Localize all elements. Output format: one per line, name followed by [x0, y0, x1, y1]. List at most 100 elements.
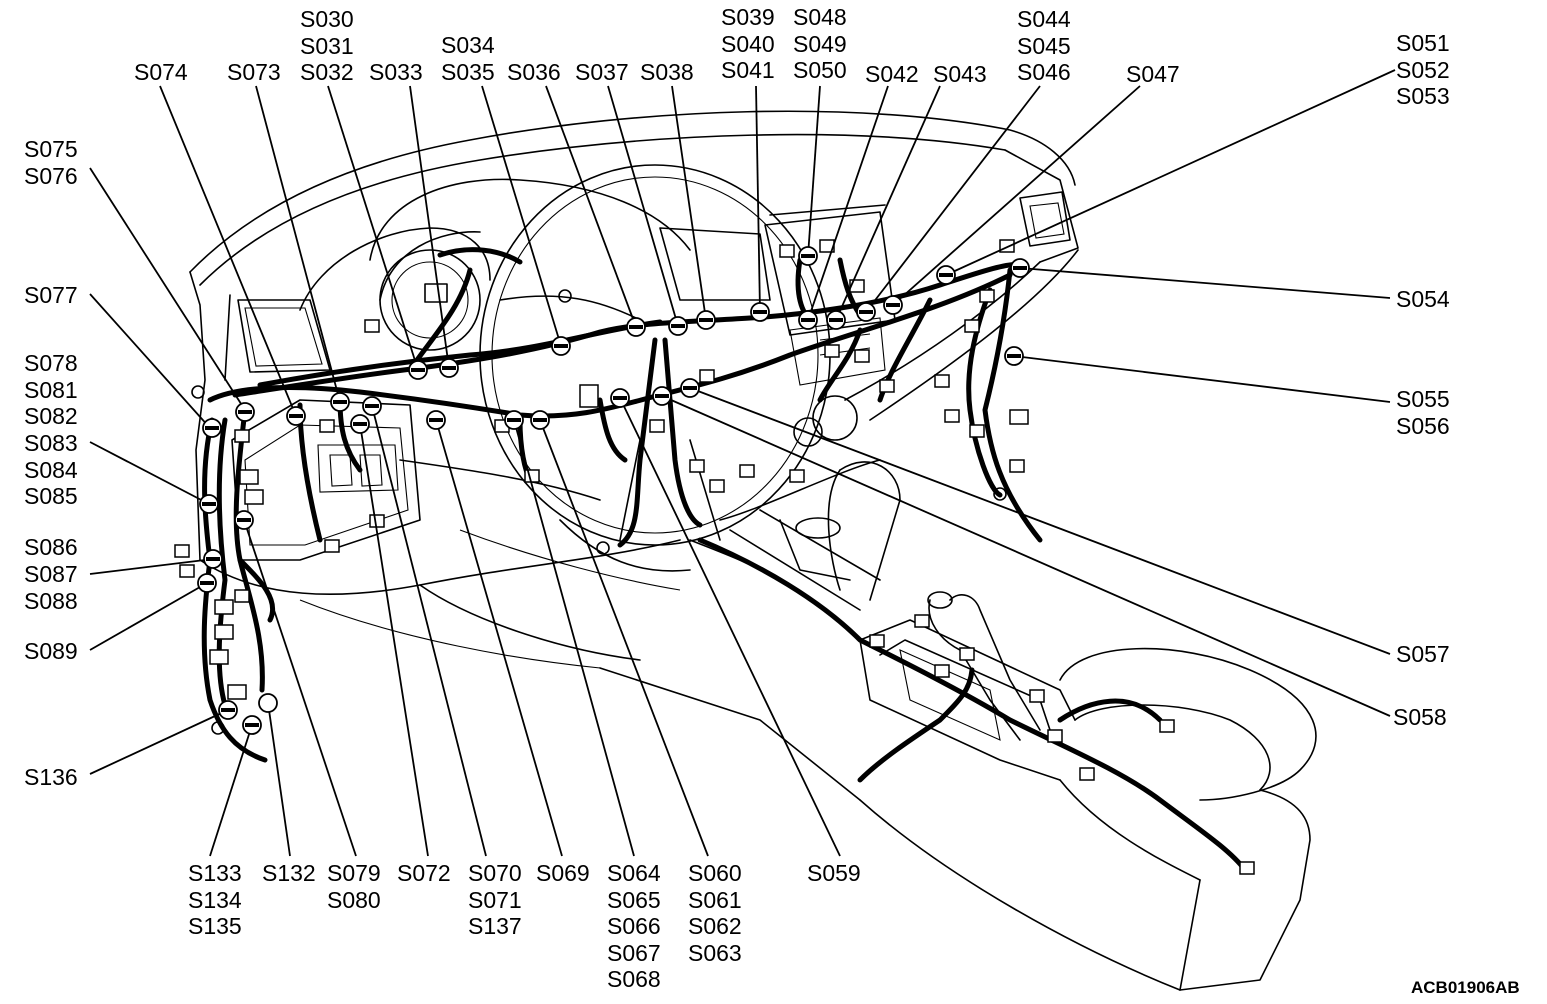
- label-s059: S059: [807, 860, 861, 887]
- splice-marker-s069: [426, 410, 446, 430]
- splice-code: S035: [441, 58, 495, 85]
- splice-marker-s073: [330, 392, 350, 412]
- splice-code: S132: [262, 860, 316, 886]
- leader-lines: [89, 69, 1396, 857]
- label-s038: S038: [640, 59, 694, 86]
- splice-code: S073: [227, 59, 281, 85]
- splice-marker-s133: [242, 715, 262, 735]
- splice-code: S052: [1396, 56, 1450, 83]
- splice-code: S043: [933, 61, 987, 87]
- splice-code: S054: [1396, 286, 1450, 312]
- splice-code: S032: [300, 59, 354, 85]
- splice-marker-s132: [258, 693, 278, 713]
- label-s077: S077: [24, 282, 78, 309]
- splice-marker-s044: [856, 302, 876, 322]
- splice-code: S076: [24, 162, 78, 189]
- splice-code: S067: [607, 939, 661, 966]
- splice-code: S037: [575, 59, 629, 85]
- splice-code: S137: [468, 913, 522, 939]
- label-s132: S132: [262, 860, 316, 887]
- splice-code: S135: [188, 913, 242, 939]
- splice-code: S083: [24, 430, 78, 456]
- splice-code: S051: [1396, 30, 1450, 56]
- splice-marker-s034: [551, 336, 571, 356]
- splice-marker-s075: [235, 402, 255, 422]
- splice-code: S050: [793, 57, 847, 83]
- dashboard-outline: [189, 110, 1317, 991]
- connectors: [174, 239, 1255, 875]
- splice-code: S064: [607, 860, 661, 886]
- splice-code: S048: [793, 4, 847, 30]
- splice-code: S034: [441, 32, 495, 58]
- splice-marker-s070: [362, 396, 382, 416]
- label-s047: S047: [1126, 61, 1180, 88]
- splice-code: S079: [327, 860, 381, 886]
- label-s073: S073: [227, 59, 281, 86]
- label-s057: S057: [1396, 641, 1450, 668]
- label-s042: S042: [865, 61, 919, 88]
- splice-code: S077: [24, 282, 78, 308]
- splice-code: S087: [24, 561, 78, 587]
- splice-code: S047: [1126, 61, 1180, 87]
- splice-marker-s079: [234, 510, 254, 530]
- splice-code: S078: [24, 350, 78, 376]
- splice-code: S082: [24, 403, 78, 429]
- splice-marker-s033: [439, 358, 459, 378]
- splice-marker-s051: [936, 265, 956, 285]
- label-s089: S089: [24, 638, 78, 665]
- figure-code: ACB01906AB: [1411, 978, 1520, 997]
- splice-code: S061: [688, 886, 742, 913]
- splice-code: S031: [300, 32, 354, 59]
- splice-code: S057: [1396, 641, 1450, 667]
- splice-code: S133: [188, 860, 242, 886]
- splice-marker-s072: [350, 414, 370, 434]
- splice-code: S063: [688, 939, 742, 966]
- splice-marker-s059: [610, 388, 630, 408]
- splice-code: S041: [721, 57, 775, 83]
- splice-marker-s078: [199, 494, 219, 514]
- splice-code: S088: [24, 588, 78, 614]
- splice-code: S070: [468, 860, 522, 886]
- splice-marker-s037: [668, 316, 688, 336]
- splice-marker-s042: [798, 310, 818, 330]
- splice-marker-s057: [680, 378, 700, 398]
- splice-code: S058: [1393, 704, 1447, 730]
- splice-marker-s077: [202, 418, 222, 438]
- splice-marker-s048: [798, 246, 818, 266]
- splice-code: S038: [640, 59, 694, 85]
- splice-marker-s030: [408, 360, 428, 380]
- splice-code: S036: [507, 59, 561, 85]
- splice-marker-s060: [530, 410, 550, 430]
- splice-marker-s038: [696, 310, 716, 330]
- splice-code: S084: [24, 456, 78, 483]
- splice-code: S042: [865, 61, 919, 87]
- splice-marker-s089: [197, 573, 217, 593]
- splice-code: S049: [793, 30, 847, 57]
- label-s058: S058: [1393, 704, 1447, 731]
- splice-marker-s047: [883, 295, 903, 315]
- splice-marker-s039: [750, 302, 770, 322]
- splice-code: S080: [327, 886, 381, 913]
- splice-points: [197, 246, 1030, 735]
- label-s087: S087: [24, 561, 78, 588]
- splice-code: S071: [468, 886, 522, 913]
- splice-marker-s064: [504, 410, 524, 430]
- splice-code: S086: [24, 534, 78, 560]
- label-s054: S054: [1396, 286, 1450, 313]
- splice-code: S030: [300, 6, 354, 32]
- splice-code: S044: [1017, 6, 1071, 32]
- label-s037: S037: [575, 59, 629, 86]
- splice-code: S134: [188, 886, 242, 913]
